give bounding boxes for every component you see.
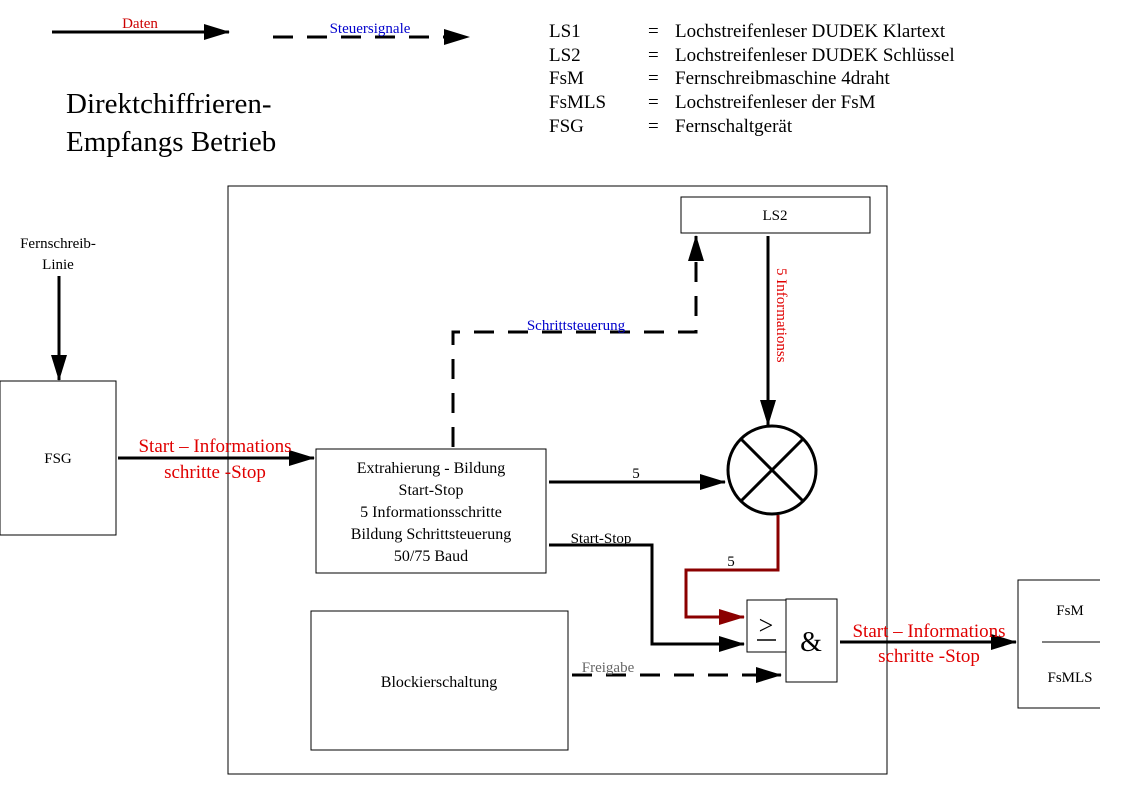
schrittsteuerung-path bbox=[451, 235, 704, 447]
signal-out-line1: Start – Informations bbox=[852, 621, 1005, 642]
schrittsteuerung-label: Schrittsteuerung bbox=[527, 318, 626, 334]
abbr-desc: Fernschreibmaschine 4draht bbox=[675, 68, 890, 89]
abbreviation-list: LS1 = Lochstreifenleser DUDEK Klartext L… bbox=[549, 21, 955, 137]
extract-line: Extrahierung - Bildung bbox=[357, 460, 505, 477]
xor-mixer bbox=[726, 424, 818, 516]
ls2-label: LS2 bbox=[762, 208, 787, 224]
signal-in-line1: Start – Informations bbox=[138, 436, 291, 457]
and-gate bbox=[785, 598, 838, 683]
fsmls-label: FsMLS bbox=[1047, 670, 1092, 686]
fsg-label: FSG bbox=[44, 451, 72, 467]
xor-to-ge-path bbox=[684, 515, 780, 625]
abbr-eq: = bbox=[648, 116, 659, 137]
abbr-term: FsM bbox=[549, 68, 584, 89]
abbr-term: LS1 bbox=[549, 21, 581, 42]
legend-data-label: Daten bbox=[122, 16, 158, 32]
extract-line: Bildung Schrittsteuerung bbox=[351, 526, 511, 543]
fsm-block bbox=[1017, 579, 1100, 709]
fernschreib-label-line2: Linie bbox=[42, 257, 74, 273]
abbr-desc: Fernschaltgerät bbox=[675, 116, 793, 137]
five-label-b: 5 bbox=[727, 554, 735, 570]
extract-line: 5 Informationsschritte bbox=[360, 504, 502, 521]
abbr-eq: = bbox=[648, 45, 659, 66]
ge-symbol: > bbox=[759, 611, 774, 640]
extract-line: 50/75 Baud bbox=[394, 548, 468, 565]
page-title-line1: Direktchiffrieren- bbox=[66, 88, 272, 120]
five-label-a: 5 bbox=[632, 466, 640, 482]
abbr-term: FSG bbox=[549, 116, 584, 137]
extract-block bbox=[315, 448, 547, 574]
abbr-desc: Lochstreifenleser der FsM bbox=[675, 92, 876, 113]
legend: Daten Steuersignale bbox=[52, 16, 470, 45]
abbr-term: FsMLS bbox=[549, 92, 606, 113]
fernschreib-label-line1: Fernschreib- bbox=[20, 236, 96, 252]
and-symbol: & bbox=[800, 627, 822, 658]
fsm-label: FsM bbox=[1056, 603, 1084, 619]
page-title-line2: Empfangs Betrieb bbox=[66, 126, 276, 158]
freigabe-label: Freigabe bbox=[582, 660, 635, 676]
abbr-term: LS2 bbox=[549, 45, 581, 66]
device-frame bbox=[227, 185, 888, 775]
signal-out-line2: schritte -Stop bbox=[878, 646, 980, 667]
informationss-label: 5 Informationss bbox=[773, 268, 789, 363]
abbr-desc: Lochstreifenleser DUDEK Schlüssel bbox=[675, 45, 955, 66]
abbr-eq: = bbox=[648, 68, 659, 89]
fsg-block bbox=[0, 380, 117, 536]
ls2-block bbox=[680, 196, 871, 234]
legend-control-label: Steuersignale bbox=[330, 21, 411, 37]
abbr-eq: = bbox=[648, 21, 659, 42]
startstop-path bbox=[549, 543, 745, 652]
blockier-block bbox=[310, 610, 569, 751]
signal-in-line2: schritte -Stop bbox=[164, 462, 266, 483]
abbr-desc: Lochstreifenleser DUDEK Klartext bbox=[675, 21, 946, 42]
blockier-label: Blockierschaltung bbox=[381, 674, 497, 691]
startstop-label: Start-Stop bbox=[571, 531, 632, 547]
extract-line: Start-Stop bbox=[399, 482, 464, 499]
ge-gate bbox=[746, 599, 787, 653]
abbr-eq: = bbox=[648, 92, 659, 113]
